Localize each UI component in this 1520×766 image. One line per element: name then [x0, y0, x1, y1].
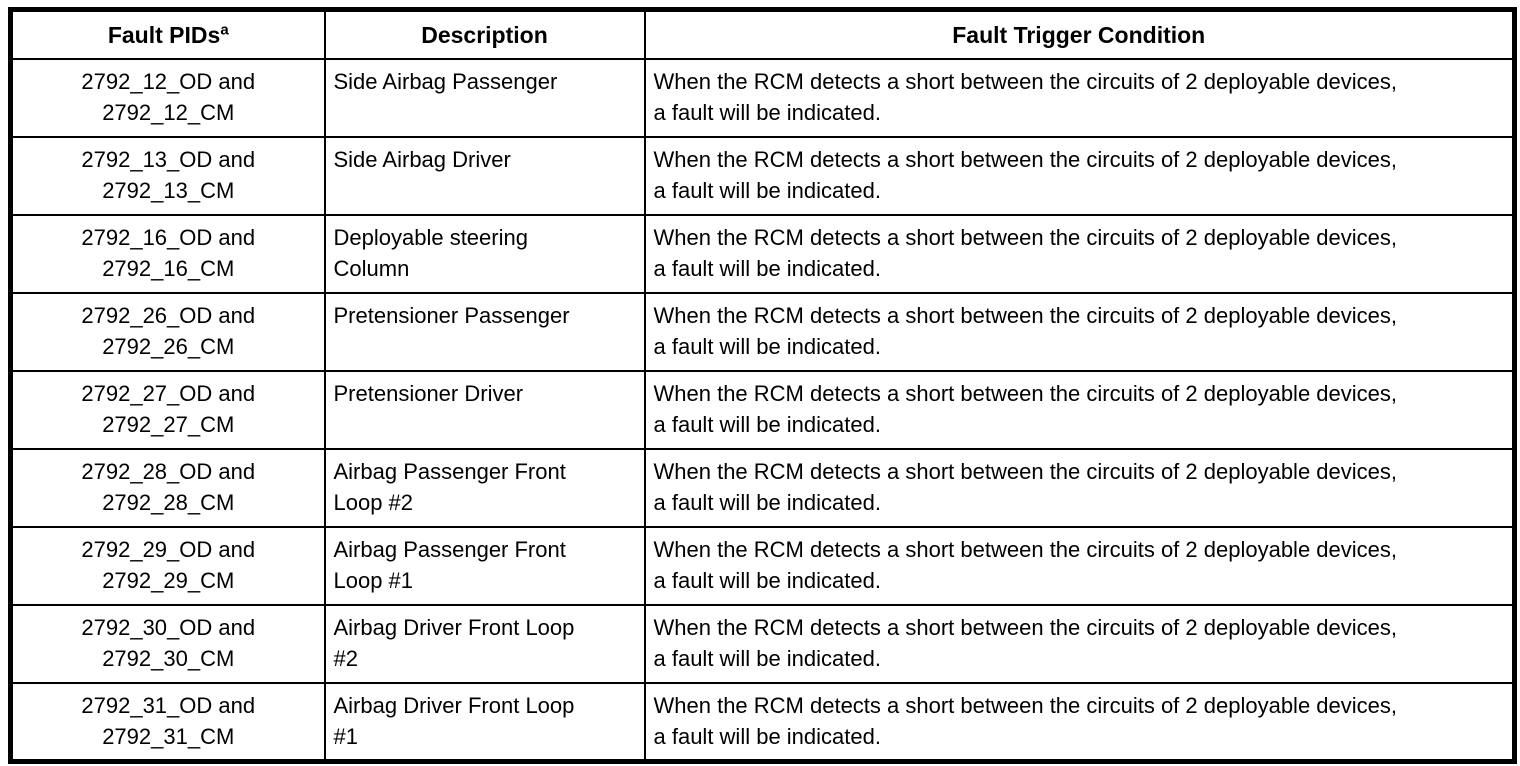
header-fault-pids: Fault PIDsa [9, 8, 326, 60]
fault-pid-cell: 2792_12_OD and 2792_12_CM [9, 58, 326, 138]
header-fault-trigger-condition: Fault Trigger Condition [643, 8, 1516, 60]
table-body: 2792_12_OD and 2792_12_CM Side Airbag Pa… [9, 58, 1516, 762]
table-header: Fault PIDsa Description Fault Trigger Co… [9, 8, 1516, 60]
header-description: Description [323, 8, 646, 60]
header-row: Fault PIDsa Description Fault Trigger Co… [9, 8, 1516, 60]
trigger-condition-cell: When the RCM detects a short between the… [643, 214, 1516, 294]
description-cell: Side Airbag Passenger [323, 58, 646, 138]
description-cell: Pretensioner Passenger [323, 292, 646, 372]
trigger-condition-cell: When the RCM detects a short between the… [643, 58, 1516, 138]
fault-pid-cell: 2792_13_OD and 2792_13_CM [9, 136, 326, 216]
table-row: 2792_27_OD and 2792_27_CM Pretensioner D… [9, 370, 1516, 450]
fault-pid-cell: 2792_29_OD and 2792_29_CM [9, 526, 326, 606]
table-row: 2792_31_OD and 2792_31_CM Airbag Driver … [9, 682, 1516, 762]
description-cell: Airbag Driver Front Loop #1 [323, 682, 646, 762]
fault-pid-cell: 2792_26_OD and 2792_26_CM [9, 292, 326, 372]
description-cell: Deployable steering Column [323, 214, 646, 294]
fault-pid-cell: 2792_31_OD and 2792_31_CM [9, 682, 326, 762]
fault-pid-cell: 2792_27_OD and 2792_27_CM [9, 370, 326, 450]
fault-pid-cell: 2792_30_OD and 2792_30_CM [9, 604, 326, 684]
fault-pid-cell: 2792_28_OD and 2792_28_CM [9, 448, 326, 528]
trigger-condition-cell: When the RCM detects a short between the… [643, 448, 1516, 528]
description-cell: Airbag Driver Front Loop #2 [323, 604, 646, 684]
table-row: 2792_26_OD and 2792_26_CM Pretensioner P… [9, 292, 1516, 372]
trigger-condition-cell: When the RCM detects a short between the… [643, 292, 1516, 372]
table-row: 2792_13_OD and 2792_13_CM Side Airbag Dr… [9, 136, 1516, 216]
table-row: 2792_12_OD and 2792_12_CM Side Airbag Pa… [9, 58, 1516, 138]
description-cell: Pretensioner Driver [323, 370, 646, 450]
table-row: 2792_16_OD and 2792_16_CM Deployable ste… [9, 214, 1516, 294]
header-fault-pids-label: Fault PIDs [107, 21, 221, 48]
table-row: 2792_28_OD and 2792_28_CM Airbag Passeng… [9, 448, 1516, 528]
trigger-condition-cell: When the RCM detects a short between the… [643, 604, 1516, 684]
description-cell: Airbag Passenger Front Loop #1 [323, 526, 646, 606]
trigger-condition-cell: When the RCM detects a short between the… [643, 136, 1516, 216]
trigger-condition-cell: When the RCM detects a short between the… [643, 370, 1516, 450]
footnote-marker: a [220, 20, 229, 38]
description-cell: Side Airbag Driver [323, 136, 646, 216]
table-row: 2792_30_OD and 2792_30_CM Airbag Driver … [9, 604, 1516, 684]
fault-pid-cell: 2792_16_OD and 2792_16_CM [9, 214, 326, 294]
table-row: 2792_29_OD and 2792_29_CM Airbag Passeng… [9, 526, 1516, 606]
trigger-condition-cell: When the RCM detects a short between the… [643, 526, 1516, 606]
trigger-condition-cell: When the RCM detects a short between the… [643, 682, 1516, 762]
description-cell: Airbag Passenger Front Loop #2 [323, 448, 646, 528]
fault-pid-table: Fault PIDsa Description Fault Trigger Co… [8, 7, 1517, 764]
